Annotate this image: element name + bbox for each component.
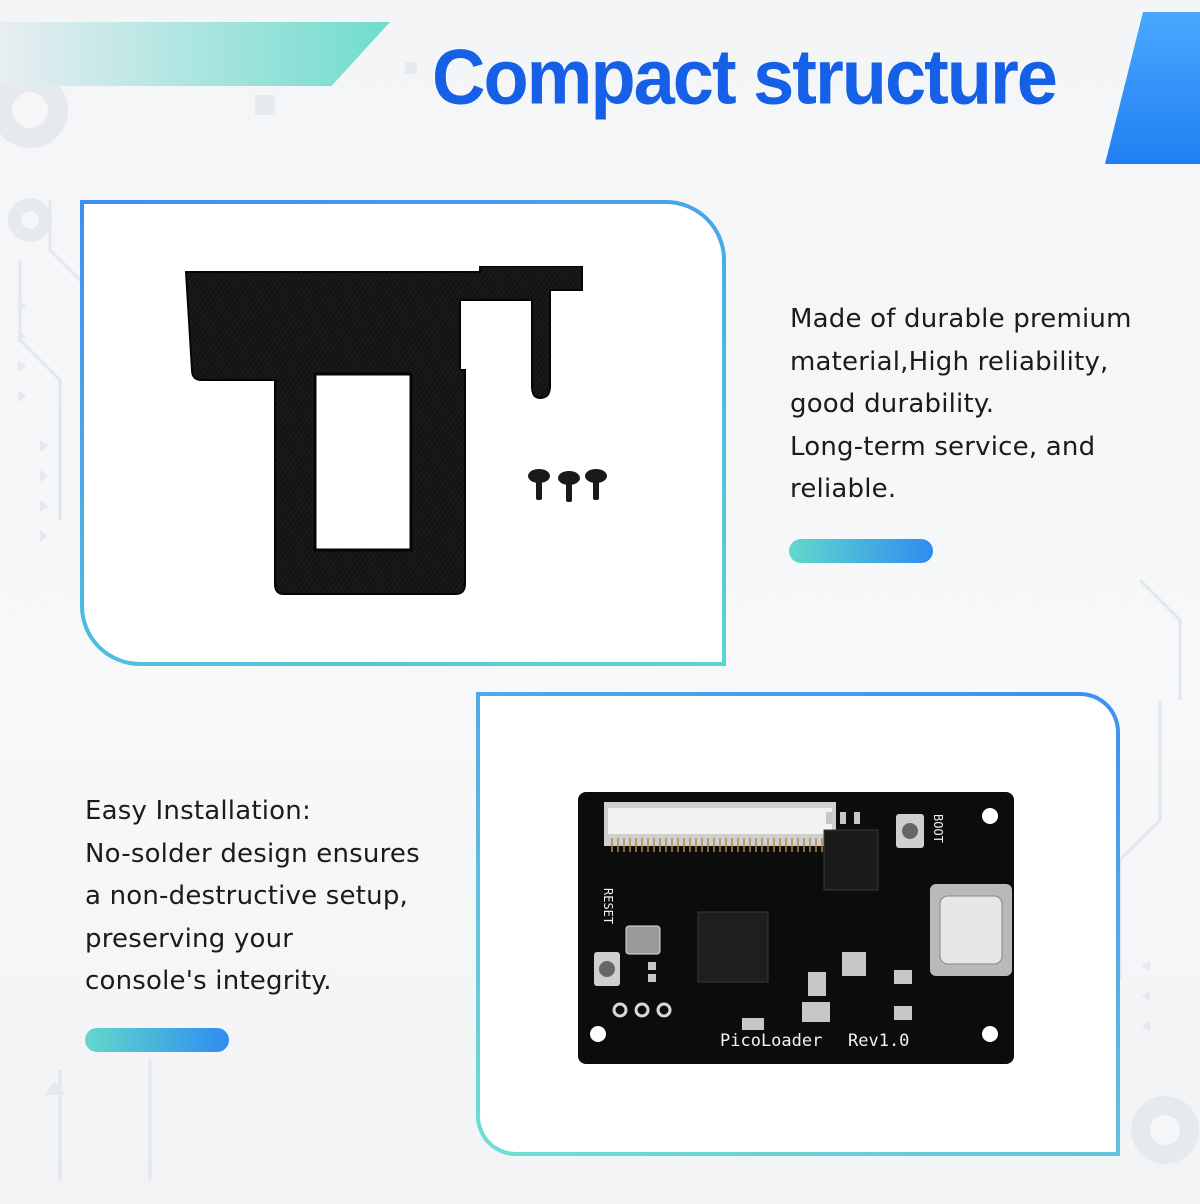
installation-description: Easy Installation: No-solder design ensu… <box>85 790 465 1003</box>
board-name-label: PicoLoader <box>720 1031 822 1051</box>
description-line: material,High reliability, <box>790 346 1109 377</box>
description-line: a non-destructive setup, <box>85 881 408 911</box>
description-line: good durability. <box>790 389 995 419</box>
board-revision-label: Rev1.0 <box>848 1031 909 1051</box>
description-line: console's integrity. <box>85 966 332 996</box>
screws-image <box>528 469 607 502</box>
accent-pill <box>789 539 933 563</box>
pcb-image: PicoLoader Rev1.0 RESET BOOT <box>578 792 1014 1064</box>
durability-description: Made of durable premium material,High re… <box>790 298 1190 511</box>
boot-label: BOOT <box>931 814 945 843</box>
header-accent-banner-left <box>0 22 390 86</box>
description-line: preserving your <box>85 923 294 954</box>
description-line: Made of durable premium <box>790 304 1132 334</box>
bracket-image <box>184 266 583 595</box>
pcb-photo-card: PicoLoader Rev1.0 RESET BOOT <box>476 692 1120 1156</box>
description-line: No-solder design ensures <box>85 838 420 869</box>
description-line: Long-term service, and <box>790 431 1096 462</box>
accent-pill <box>85 1028 229 1052</box>
bracket-photo-card <box>80 200 726 666</box>
page-title: Compact structure <box>432 32 1058 121</box>
description-line: reliable. <box>790 474 897 504</box>
reset-label: RESET <box>601 888 615 924</box>
description-line: Easy Installation: <box>85 796 311 826</box>
